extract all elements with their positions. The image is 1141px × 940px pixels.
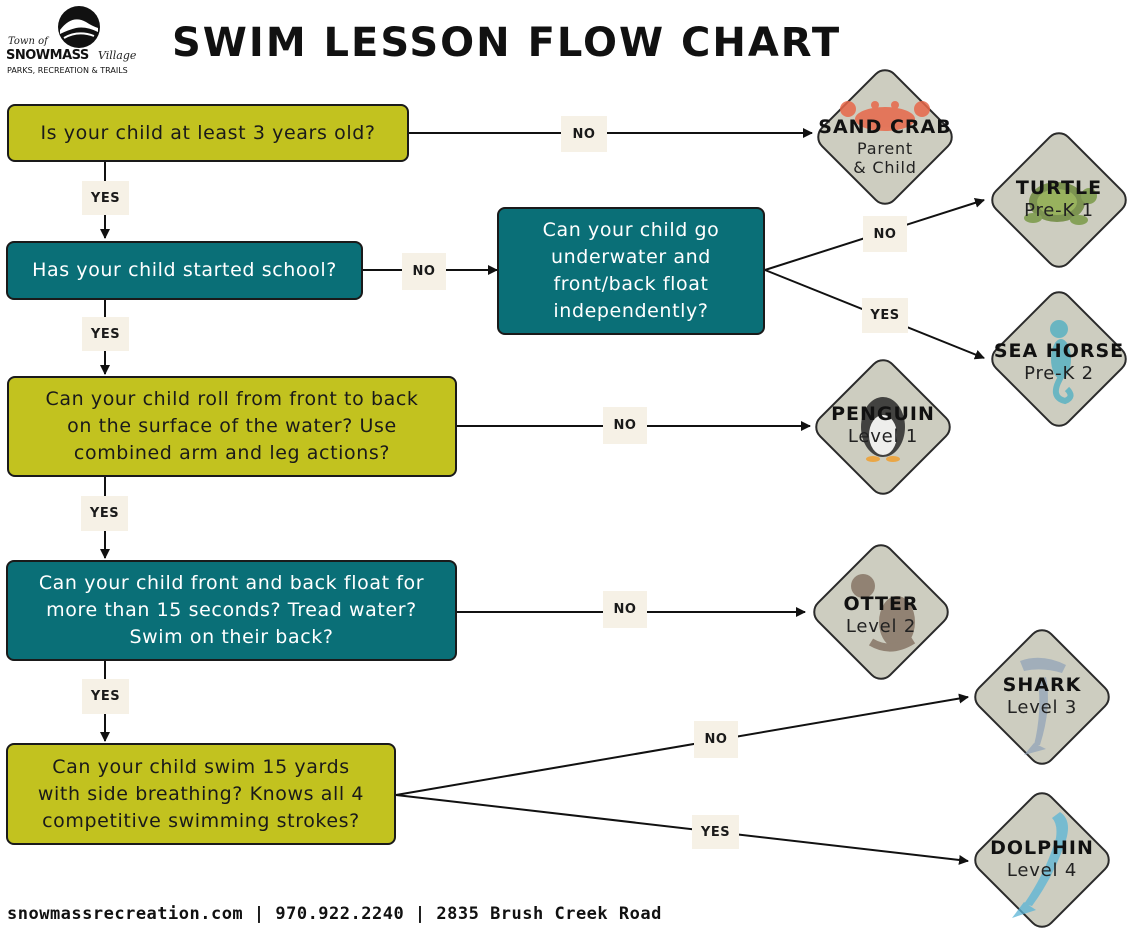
level-name: PENGUIN bbox=[831, 403, 935, 425]
question-roll-text: Can your child roll from front to back o… bbox=[45, 388, 419, 464]
level-name: TURTLE bbox=[1015, 177, 1103, 199]
question-age: Is your child at least 3 years old? bbox=[7, 104, 409, 162]
turtle-icon bbox=[1024, 182, 1097, 225]
shark-icon bbox=[1020, 657, 1066, 755]
question-underwater: Can your child go underwater and front/b… bbox=[497, 207, 765, 335]
snowmass-logo: Town of SNOWMASS Village PARKS, RECREATI… bbox=[6, 4, 156, 80]
level-sub: Level 2 bbox=[845, 616, 917, 637]
question-strokes: Can your child swim 15 yards with side b… bbox=[6, 743, 396, 845]
level-shark: SHARK Level 3 bbox=[962, 617, 1122, 777]
logo-mountain-icon bbox=[58, 6, 100, 48]
penguin-icon bbox=[861, 397, 905, 462]
level-name: SEA HORSE bbox=[993, 340, 1125, 362]
question-school-text: Has your child started school? bbox=[32, 259, 337, 281]
level-name: OTTER bbox=[843, 593, 919, 615]
logo-name-text: SNOWMASS bbox=[6, 48, 89, 63]
edge-label-no: NO bbox=[603, 407, 647, 444]
level-name: DOLPHIN bbox=[990, 837, 1094, 859]
question-float: Can your child front and back float for … bbox=[6, 560, 457, 661]
edge-label-no: NO bbox=[603, 591, 647, 628]
logo-subtitle: PARKS, RECREATION & TRAILS bbox=[7, 66, 128, 75]
level-dolphin: DOLPHIN Level 4 bbox=[962, 780, 1122, 940]
level-otter: OTTER Level 2 bbox=[801, 532, 961, 692]
question-strokes-text: Can your child swim 15 yards with side b… bbox=[37, 755, 365, 832]
edge-label-no: NO bbox=[561, 116, 607, 152]
edge-label-no: NO bbox=[694, 721, 738, 758]
edge-label-yes: YES bbox=[862, 298, 908, 333]
level-sand-crab: SAND CRAB Parent & Child bbox=[805, 57, 965, 217]
edge-label-no: NO bbox=[402, 253, 446, 290]
dolphin-icon bbox=[1012, 812, 1068, 918]
logo-town-text: Town of bbox=[8, 36, 48, 47]
edge-label-yes: YES bbox=[692, 815, 739, 849]
level-sub: Level 1 bbox=[847, 426, 919, 447]
level-penguin: PENGUIN Level 1 bbox=[803, 347, 963, 507]
crab-icon bbox=[840, 101, 930, 131]
edge-label-yes: YES bbox=[82, 317, 129, 351]
level-sub: Parent & Child bbox=[853, 139, 917, 177]
level-sub: Level 3 bbox=[1006, 697, 1078, 718]
level-name: SHARK bbox=[1002, 674, 1082, 696]
level-name: SAND CRAB bbox=[818, 116, 952, 138]
seahorse-icon bbox=[1050, 320, 1074, 405]
otter-icon bbox=[851, 574, 916, 652]
footer-contact: snowmassrecreation.com | 970.922.2240 | … bbox=[7, 904, 662, 924]
level-sub: Level 4 bbox=[1006, 860, 1078, 881]
level-turtle: TURTLE Pre-K 1 bbox=[979, 120, 1139, 280]
logo-village-text: Village bbox=[98, 49, 137, 62]
question-roll: Can your child roll from front to back o… bbox=[7, 376, 457, 477]
question-age-text: Is your child at least 3 years old? bbox=[40, 121, 376, 144]
edge-label-yes: YES bbox=[82, 181, 129, 215]
level-sub: Pre-K 1 bbox=[1024, 200, 1094, 221]
edge-label-yes: YES bbox=[81, 496, 128, 531]
edge-label-yes: YES bbox=[82, 679, 129, 714]
edge-label-no: NO bbox=[863, 216, 907, 252]
question-float-text: Can your child front and back float for … bbox=[38, 572, 425, 648]
level-sea-horse: SEA HORSE Pre-K 2 bbox=[979, 279, 1139, 439]
page-title: SWIM LESSON FLOW CHART bbox=[172, 20, 842, 66]
level-sub: Pre-K 2 bbox=[1024, 363, 1094, 384]
question-underwater-text: Can your child go underwater and front/b… bbox=[542, 219, 720, 322]
question-school: Has your child started school? bbox=[6, 241, 363, 300]
